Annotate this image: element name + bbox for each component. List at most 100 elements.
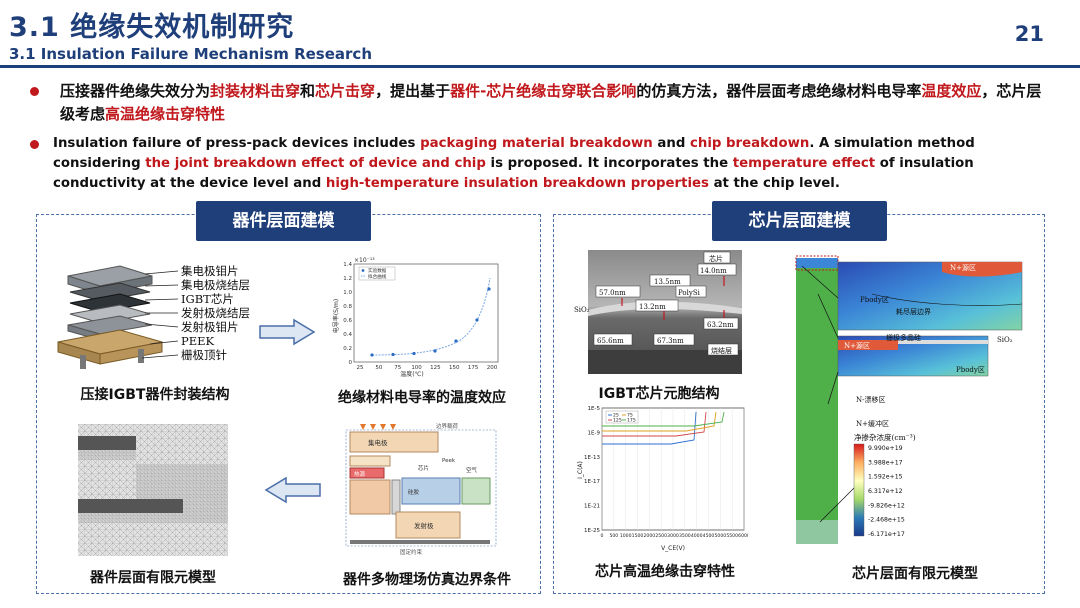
- en-highlight: packaging material breakdown: [420, 136, 653, 151]
- stack-label: 集电极烧结层: [181, 278, 250, 292]
- bullet-dot: [30, 140, 39, 149]
- x-tick-label: 1000: [620, 533, 632, 539]
- colorbar-title: 净掺杂浓度(cm⁻³): [854, 432, 916, 442]
- fem-label: SiO₂: [997, 336, 1013, 344]
- y-tick-label: 1E-5: [588, 406, 601, 412]
- y-tick-label: 1.4: [343, 262, 352, 268]
- chart-y-label: I_C(A): [577, 461, 584, 479]
- cn-highlight: 高温绝缘击穿特性: [105, 105, 226, 123]
- sem-label: 14.0nm: [700, 267, 727, 275]
- boundary-label: 发射极: [414, 521, 434, 530]
- cn-highlight: 温度效应: [921, 82, 982, 100]
- sem-label: 63.2nm: [707, 321, 734, 329]
- colorbar-value: 9.990e+19: [868, 445, 903, 452]
- fem-label: 耗尽层边界: [896, 307, 931, 316]
- sem-label: 芯片: [709, 254, 723, 263]
- cn-highlight: 封装材料击穿: [210, 82, 301, 100]
- y-tick-label: 1E-13: [584, 455, 600, 461]
- sem-label: 65.6nm: [597, 337, 624, 345]
- slide-header: 3.1 绝缘失效机制研究 3.1 Insulation Failure Mech…: [0, 0, 1080, 68]
- x-tick-label: 2000: [643, 533, 655, 539]
- cn-seg: ，提出基于: [375, 82, 451, 100]
- en-seg: of insulation conductivity at the device…: [53, 156, 974, 191]
- colorbar-value: -9.826e+12: [868, 502, 905, 509]
- bullet-chinese: 压接器件绝缘失效分为封装材料击穿和芯片击穿，提出基于器件-芯片绝缘击穿联合影响的…: [30, 80, 1050, 126]
- stack-label: 集电极钼片: [181, 264, 239, 278]
- x-tick-label: 75: [394, 365, 401, 371]
- x-tick-label: 125: [430, 365, 441, 371]
- bullet-chinese-text: 压接器件绝缘失效分为封装材料击穿和芯片击穿，提出基于器件-芯片绝缘击穿联合影响的…: [60, 80, 1050, 126]
- device-modeling-title: 器件层面建模: [196, 201, 371, 241]
- colorbar-value: 6.317e+12: [868, 488, 903, 495]
- arrow-left-icon: [262, 476, 322, 504]
- cn-seg: ，芯片层级考虑: [60, 82, 1042, 123]
- fem-label: Pbody区: [956, 366, 985, 374]
- cn-highlight: 器件-芯片绝缘击穿联合影响: [450, 82, 637, 100]
- stack-label: PEEK: [181, 334, 215, 348]
- sem-label: 57.0nm: [599, 289, 626, 297]
- slide-title-cn: 3.1 绝缘失效机制研究: [9, 12, 295, 43]
- fem-label: N+缓冲区: [856, 419, 889, 428]
- caption-chip-fem: 芯片层面有限元模型: [852, 566, 978, 582]
- chart-exponent: ×10⁻¹³: [354, 257, 375, 264]
- fem-label: N-漂移区: [856, 395, 886, 404]
- x-tick-label: 4500: [703, 533, 715, 539]
- caption-package-structure: 压接IGBT器件封装结构: [80, 387, 230, 403]
- legend-label: 175: [627, 418, 636, 424]
- caption-cell-structure: IGBT芯片元胞结构: [598, 386, 720, 402]
- cn-seg: 压接器件绝缘失效分为: [60, 82, 211, 100]
- x-tick-label: 50: [375, 365, 382, 371]
- cn-seg: 和: [300, 82, 316, 100]
- boundary-conditions-figure: 边界载荷 集电极 热源 硅胶 空气 Peek 芯片 发射极 固定约束: [338, 420, 520, 560]
- fem-label: N+源区: [844, 341, 870, 350]
- fem-label: N+源区: [950, 263, 976, 272]
- boundary-label: 空气: [466, 466, 478, 474]
- x-tick-label: 5000: [714, 533, 726, 539]
- en-seg: . A simulation method considering: [53, 136, 975, 171]
- sem-label: PolySi: [678, 289, 701, 297]
- en-seg: and: [652, 136, 690, 151]
- device-fem-mesh-figure: [78, 424, 228, 556]
- chart-y-label: 电导率(S/m): [332, 299, 340, 333]
- sem-label: 烧结层: [711, 346, 732, 355]
- x-tick-label: 150: [449, 365, 460, 371]
- x-tick-label: 3000: [667, 533, 679, 539]
- caption-breakdown: 芯片高温绝缘击穿特性: [595, 564, 735, 580]
- legend-label: 拟合曲线: [368, 273, 387, 280]
- stack-label: 发射极钼片: [181, 320, 239, 334]
- colorbar-value: -2.468e+15: [868, 517, 905, 524]
- x-tick-label: 25: [357, 365, 364, 371]
- igbt-cell-sem-figure: 芯片 14.0nm 13.5nm PolySi 57.0nm 13.2nm Si…: [574, 250, 744, 374]
- fem-label: 栅极多晶硅: [886, 333, 921, 342]
- colorbar-value: -6.171e+17: [868, 531, 905, 538]
- x-tick-label: 200: [487, 365, 498, 371]
- fem-label: Pbody区: [860, 296, 889, 304]
- en-seg: is proposed. It incorporates the: [485, 156, 733, 171]
- y-tick-label: 0.4: [343, 332, 352, 338]
- colorbar-value: 3.988e+17: [868, 459, 903, 466]
- page-number: 21: [1014, 22, 1044, 46]
- igbt-package-structure-figure: 集电极钼片 集电极烧结层 IGBT芯片 发射极烧结层 发射极钼片 PEEK 栅极…: [50, 258, 260, 378]
- cn-highlight: 芯片击穿: [315, 82, 376, 100]
- y-tick-label: 1E-21: [584, 504, 600, 510]
- sem-label: SiO₂: [574, 306, 590, 314]
- boundary-label: 硅胶: [408, 488, 420, 496]
- y-tick-label: 0: [349, 360, 353, 366]
- boundary-label: 固定约束: [400, 548, 423, 556]
- chip-fem-figure: N+源区 Pbody区 耗尽层边界 栅极多晶硅 N+源区 SiO₂ Pbody区…: [792, 254, 1024, 549]
- legend-label: 实验数据: [368, 267, 387, 274]
- caption-conductivity-effect: 绝缘材料电导率的温度效应: [338, 390, 506, 406]
- boundary-label: 热源: [354, 470, 366, 478]
- y-tick-label: 1.2: [343, 276, 352, 282]
- y-tick-label: 0.6: [343, 318, 352, 324]
- chip-modeling-title: 芯片层面建模: [712, 201, 887, 241]
- bullet-english-text: Insulation failure of press-pack devices…: [53, 134, 1050, 194]
- caption-device-fem: 器件层面有限元模型: [90, 570, 216, 586]
- y-tick-label: 1.0: [343, 290, 352, 296]
- boundary-label: Peek: [442, 458, 456, 464]
- legend-label: 75: [627, 413, 633, 419]
- en-highlight: chip breakdown: [689, 136, 810, 151]
- x-tick-label: 100: [411, 365, 422, 371]
